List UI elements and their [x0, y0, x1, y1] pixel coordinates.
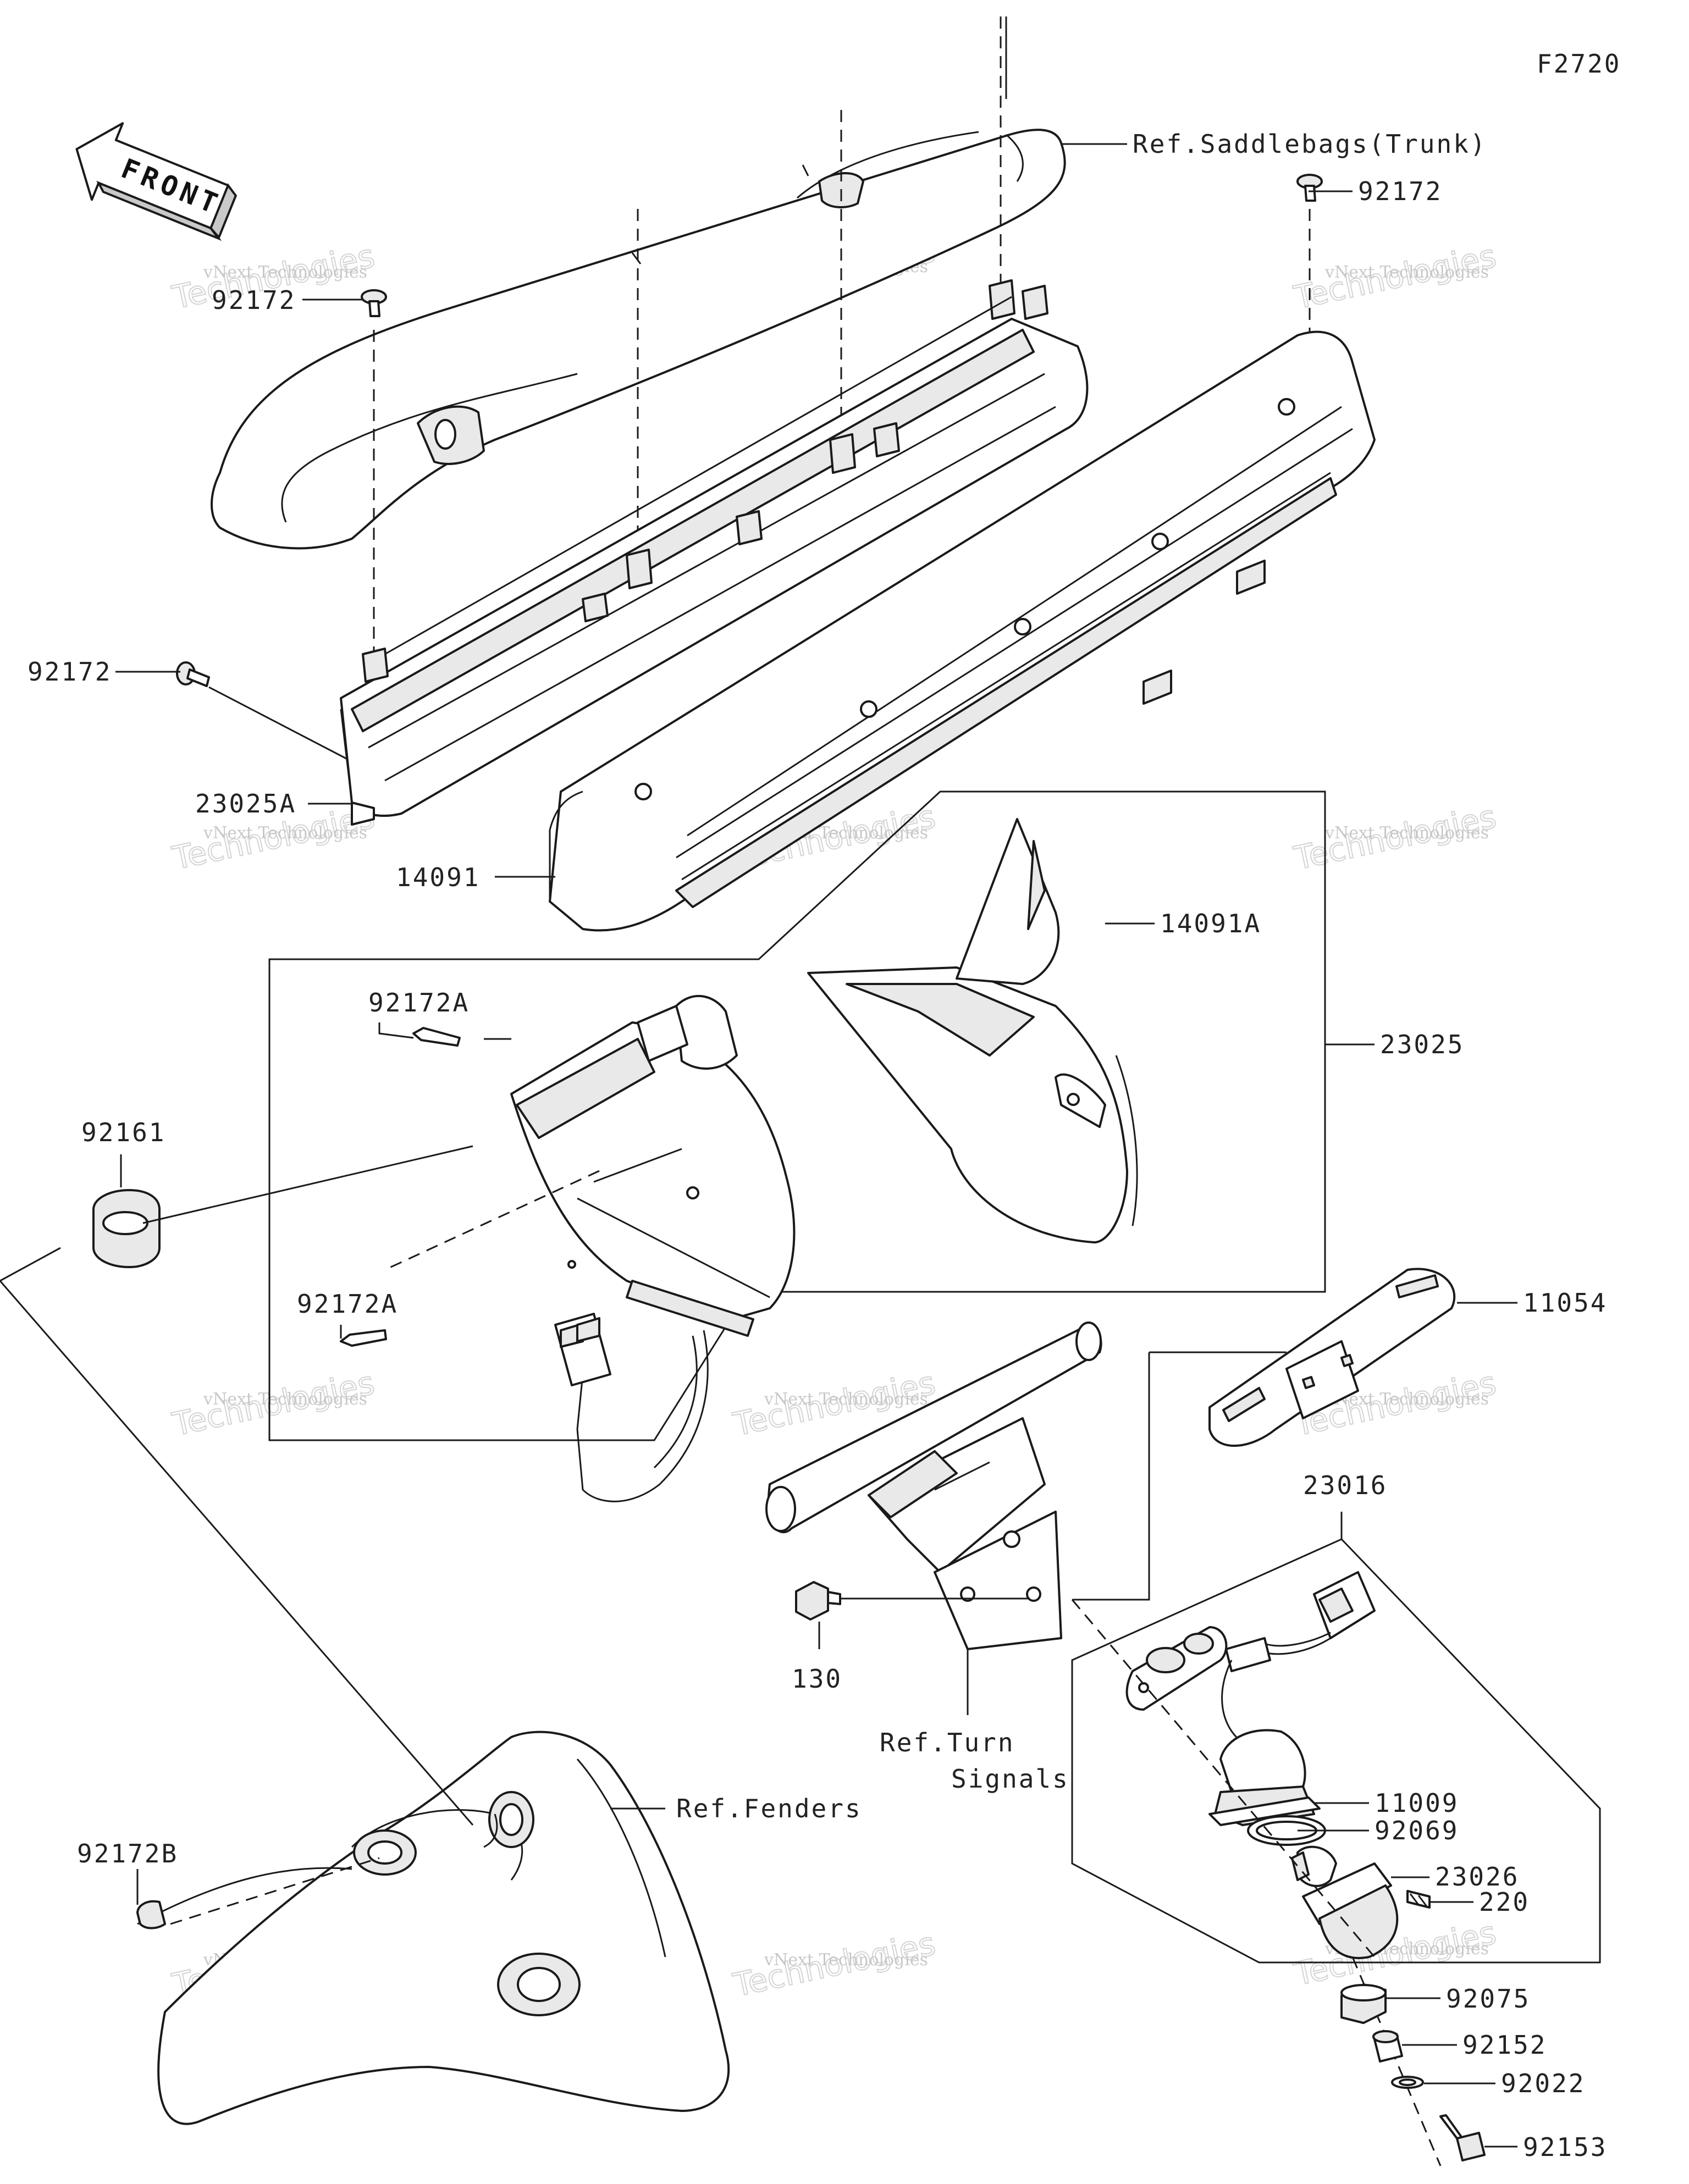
leader-line — [0, 1247, 61, 1282]
part-label-92172A: 92172A — [297, 1289, 398, 1319]
part-label-11009: 11009 — [1375, 1788, 1459, 1818]
nut-92172B — [136, 1900, 166, 1929]
front-arrow-icon: FRONT — [75, 122, 238, 241]
watermark-text: vNext Technologies — [764, 1390, 928, 1409]
diagram-code: F2720 — [1537, 49, 1621, 79]
watermark-text: vNext Technologies — [203, 1390, 367, 1409]
screw-92172A-upper — [412, 1027, 461, 1047]
bracket-11054 — [1208, 1268, 1456, 1447]
washer-92022 — [1391, 2076, 1424, 2089]
part-label-92172: 92172 — [1358, 176, 1442, 206]
nut-92075 — [1340, 1983, 1387, 2024]
part-labels: Ref.Saddlebags(Trunk) 92172 92172 92172 … — [27, 129, 1607, 2162]
license-bracket — [765, 1322, 1102, 1650]
leader-line — [142, 1145, 473, 1224]
part-label-130: 130 — [792, 1664, 842, 1694]
screw-92172-top-right — [1296, 174, 1323, 202]
part-label-23026: 23026 — [1435, 1862, 1519, 1892]
screw-220 — [1406, 1890, 1431, 1909]
grommet-92161 — [92, 1189, 161, 1268]
license-lamp-harness — [1125, 1571, 1376, 1744]
assembly-box-23025 — [268, 790, 1326, 1441]
part-label-92172: 92172 — [27, 657, 112, 687]
trim-14091A — [807, 818, 1138, 1243]
part-label-92153: 92153 — [1523, 2132, 1607, 2162]
part-label-92022: 92022 — [1501, 2069, 1585, 2098]
lens-23026 — [1302, 1862, 1399, 1959]
bolt-92153 — [1439, 2114, 1486, 2161]
part-label-23016: 23016 — [1303, 1470, 1387, 1500]
part-label-92172A: 92172A — [368, 988, 470, 1018]
ref-turn-signals-label: Signals — [951, 1764, 1069, 1794]
leader-group — [115, 143, 1517, 2148]
screw-92172A-lower — [340, 1329, 387, 1347]
watermark-text: vNext Technologies — [1324, 263, 1489, 282]
collar-92152 — [1372, 2030, 1403, 2063]
fender-outline — [137, 1730, 730, 2125]
leader-line — [0, 1280, 474, 1826]
tail-light-housing — [340, 279, 1089, 826]
bolt-130 — [795, 1581, 841, 1621]
lamp-socket-11009 — [1208, 1729, 1321, 1826]
watermark-text: vNext Technologies — [1324, 823, 1489, 843]
part-label-23025: 23025 — [1380, 1030, 1464, 1059]
trim-bezel-14091 — [549, 330, 1376, 932]
assembly-box-line — [1072, 1352, 1150, 1601]
part-label-220: 220 — [1479, 1887, 1530, 1917]
watermark-text: vNext Technologies — [203, 263, 367, 282]
watermark-text: vNext Technologies — [764, 1950, 928, 1970]
part-label-92161: 92161 — [81, 1118, 165, 1147]
part-label-92075: 92075 — [1446, 1984, 1530, 2014]
ref-turn-signals-label: Ref.Turn — [880, 1728, 1015, 1757]
part-label-11054: 11054 — [1523, 1288, 1607, 1318]
watermark-text: vNext Technologies — [203, 823, 367, 843]
bulb-icon — [1291, 1845, 1337, 1887]
assembly-line — [170, 1857, 380, 1925]
part-label-14091: 14091 — [396, 862, 480, 892]
part-label-92172: 92172 — [212, 285, 296, 315]
screw-92172-top-left — [361, 289, 387, 317]
part-label-23025A: 23025A — [195, 789, 296, 819]
ref-fenders-label: Ref.Fenders — [676, 1794, 862, 1823]
ref-saddlebags-label: Ref.Saddlebags(Trunk) — [1133, 129, 1487, 159]
tail-lamp-unit — [510, 995, 796, 1502]
part-label-14091A: 14091A — [1160, 909, 1261, 938]
part-label-92172B: 92172B — [77, 1839, 178, 1868]
part-label-92152: 92152 — [1462, 2030, 1547, 2060]
screw-92172-left — [176, 661, 210, 687]
part-label-92069: 92069 — [1375, 1816, 1459, 1845]
assembly-line — [1351, 1956, 1442, 2166]
